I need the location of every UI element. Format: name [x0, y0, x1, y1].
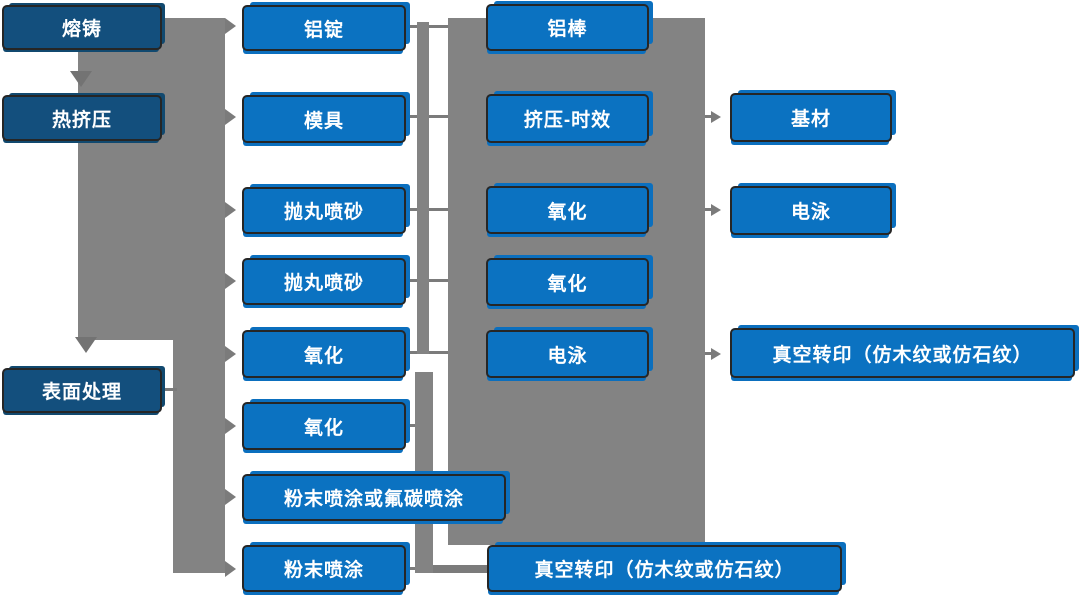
node-vacuum-transfer-print-right: 真空转印（仿木纹或仿石纹） [730, 328, 1075, 378]
arrow-right-icon [225, 18, 236, 34]
collector-bar-top [417, 22, 429, 354]
connector-line [429, 25, 448, 28]
arrow-right-icon [711, 204, 721, 216]
connector-line [433, 565, 487, 573]
arrow-down-icon [75, 337, 97, 353]
node-melting-casting: 熔铸 [2, 5, 162, 50]
arrow-right-icon [225, 561, 236, 577]
connector-line [406, 208, 417, 211]
node-extrusion-aging: 挤压-时效 [486, 94, 649, 143]
node-electrophoresis-2: 电泳 [730, 186, 892, 235]
node-powder-or-fluorocarbon-coating: 粉末喷涂或氟碳喷涂 [242, 474, 506, 521]
connector-line [429, 351, 448, 354]
node-label: 铝棒 [547, 19, 588, 40]
node-label: 铝锭 [303, 19, 344, 41]
collector-bar-bottom [415, 372, 433, 573]
connector-line [406, 115, 417, 118]
connector-line [406, 567, 415, 570]
node-label: 基材 [790, 109, 831, 130]
node-electrophoresis-1: 电泳 [486, 330, 649, 378]
surface-treatment-connector-band [173, 340, 225, 573]
connector-line [705, 115, 712, 118]
node-label: 热挤压 [51, 109, 112, 131]
node-label: 抛丸喷砂 [283, 273, 364, 294]
connector-line [429, 208, 448, 211]
node-oxidation-4: 氧化 [486, 258, 649, 306]
node-label: 抛丸喷砂 [283, 202, 364, 223]
node-aluminum-ingot: 铝锭 [242, 5, 406, 51]
node-surface-treatment: 表面处理 [2, 368, 162, 413]
node-label: 氧化 [547, 273, 588, 295]
connector-line [406, 25, 417, 28]
arrow-right-icon [225, 418, 236, 434]
connector-line [406, 351, 417, 354]
connector-line [406, 424, 415, 427]
node-label: 表面处理 [41, 382, 122, 403]
node-hot-extrusion: 热挤压 [2, 95, 162, 141]
arrow-right-icon [225, 109, 236, 125]
left-connector-band [78, 18, 225, 340]
connector-line [429, 279, 448, 282]
node-shot-blasting-2: 抛丸喷砂 [242, 258, 406, 305]
node-shot-blasting-1: 抛丸喷砂 [242, 187, 406, 234]
node-label: 电泳 [547, 345, 588, 367]
node-oxidation-2: 氧化 [242, 402, 406, 450]
connector-line [162, 388, 177, 391]
node-label: 粉末喷涂或氟碳喷涂 [283, 489, 464, 510]
node-oxidation-1: 氧化 [242, 330, 406, 378]
arrow-right-icon [711, 348, 721, 360]
node-oxidation-3: 氧化 [486, 186, 649, 234]
node-label: 电泳 [790, 202, 831, 223]
node-label: 真空转印（仿木纹或仿石纹） [772, 344, 1033, 366]
node-label: 氧化 [547, 201, 588, 223]
node-label: 挤压-时效 [523, 110, 612, 131]
connector-line [406, 279, 417, 282]
arrow-right-icon [225, 489, 236, 505]
node-label: 氧化 [303, 417, 344, 439]
node-vacuum-transfer-print-bottom: 真空转印（仿木纹或仿石纹） [487, 545, 842, 592]
arrow-down-icon [70, 71, 92, 87]
node-base-material: 基材 [730, 93, 892, 142]
arrow-right-icon [225, 273, 236, 289]
node-label: 真空转印（仿木纹或仿石纹） [534, 560, 795, 581]
connector-line [429, 115, 448, 118]
arrow-right-icon [225, 202, 236, 218]
node-mold: 模具 [242, 95, 406, 143]
node-label: 粉末喷涂 [283, 560, 364, 581]
connector-line [705, 352, 712, 355]
node-label: 模具 [303, 110, 344, 132]
node-aluminum-rod: 铝棒 [486, 4, 649, 51]
node-label: 氧化 [303, 345, 344, 367]
arrow-right-icon [711, 111, 721, 123]
node-label: 熔铸 [61, 19, 102, 40]
node-powder-coating: 粉末喷涂 [242, 545, 406, 592]
connector-line [705, 208, 712, 211]
arrow-right-icon [225, 346, 236, 362]
